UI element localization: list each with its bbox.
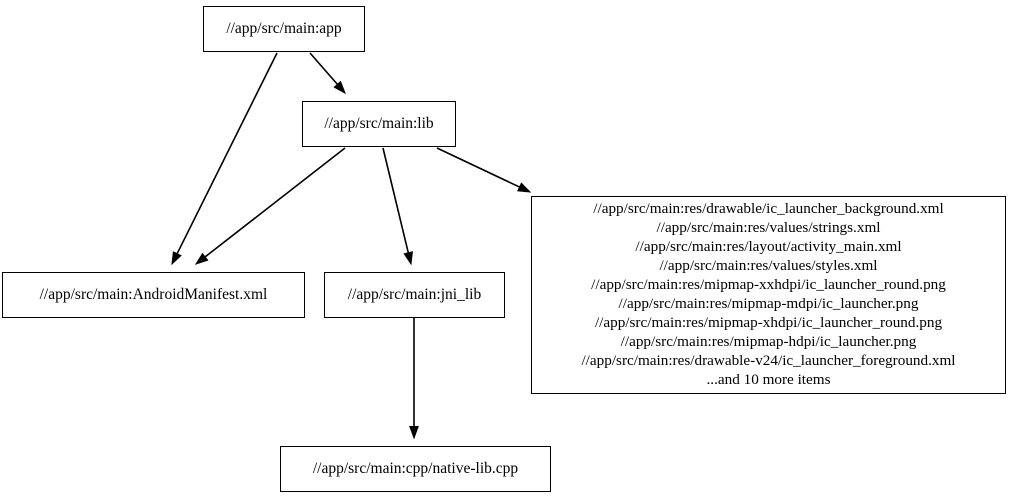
edge-line	[436, 147, 520, 188]
graph-edge-jni-lib-to-native-lib-cpp	[409, 318, 419, 440]
graph-node-label: //app/src/main:AndroidManifest.xml	[39, 286, 268, 304]
graph-node-app[interactable]: //app/src/main:app	[203, 6, 365, 52]
edge-line	[309, 52, 339, 85]
graph-edge-lib-to-jni-lib	[382, 147, 413, 266]
graph-node-jni_lib[interactable]: //app/src/main:jni_lib	[324, 272, 505, 318]
graph-node-label: //app/src/main:app	[226, 20, 342, 38]
graph-edge-app-to-lib	[309, 52, 346, 95]
edge-line	[382, 147, 410, 254]
edge-arrowhead	[333, 80, 346, 95]
graph-edge-app-to-androidmanifest	[171, 52, 278, 266]
edge-arrowhead	[403, 251, 413, 266]
graph-node-native_lib_cpp[interactable]: //app/src/main:cpp/native-lib.cpp	[280, 446, 551, 492]
edge-arrowhead	[171, 251, 182, 266]
edge-arrowhead	[194, 252, 209, 265]
edge-line	[204, 147, 346, 258]
graph-edge-lib-to-resources	[436, 147, 532, 193]
graph-node-label: //app/src/main:res/drawable/ic_launcher_…	[581, 200, 956, 388]
graph-node-label: //app/src/main:cpp/native-lib.cpp	[312, 460, 519, 478]
graph-node-label: //app/src/main:jni_lib	[347, 286, 482, 304]
graph-node-resources[interactable]: //app/src/main:res/drawable/ic_launcher_…	[531, 196, 1006, 394]
graph-node-androidmanifest[interactable]: //app/src/main:AndroidManifest.xml	[2, 272, 305, 318]
edge-arrowhead	[409, 426, 419, 440]
edge-line	[176, 52, 278, 255]
graph-edge-lib-to-androidmanifest	[194, 147, 346, 265]
graph-node-label: //app/src/main:lib	[324, 115, 434, 133]
graph-node-lib[interactable]: //app/src/main:lib	[302, 101, 456, 147]
edge-arrowhead	[517, 182, 532, 193]
